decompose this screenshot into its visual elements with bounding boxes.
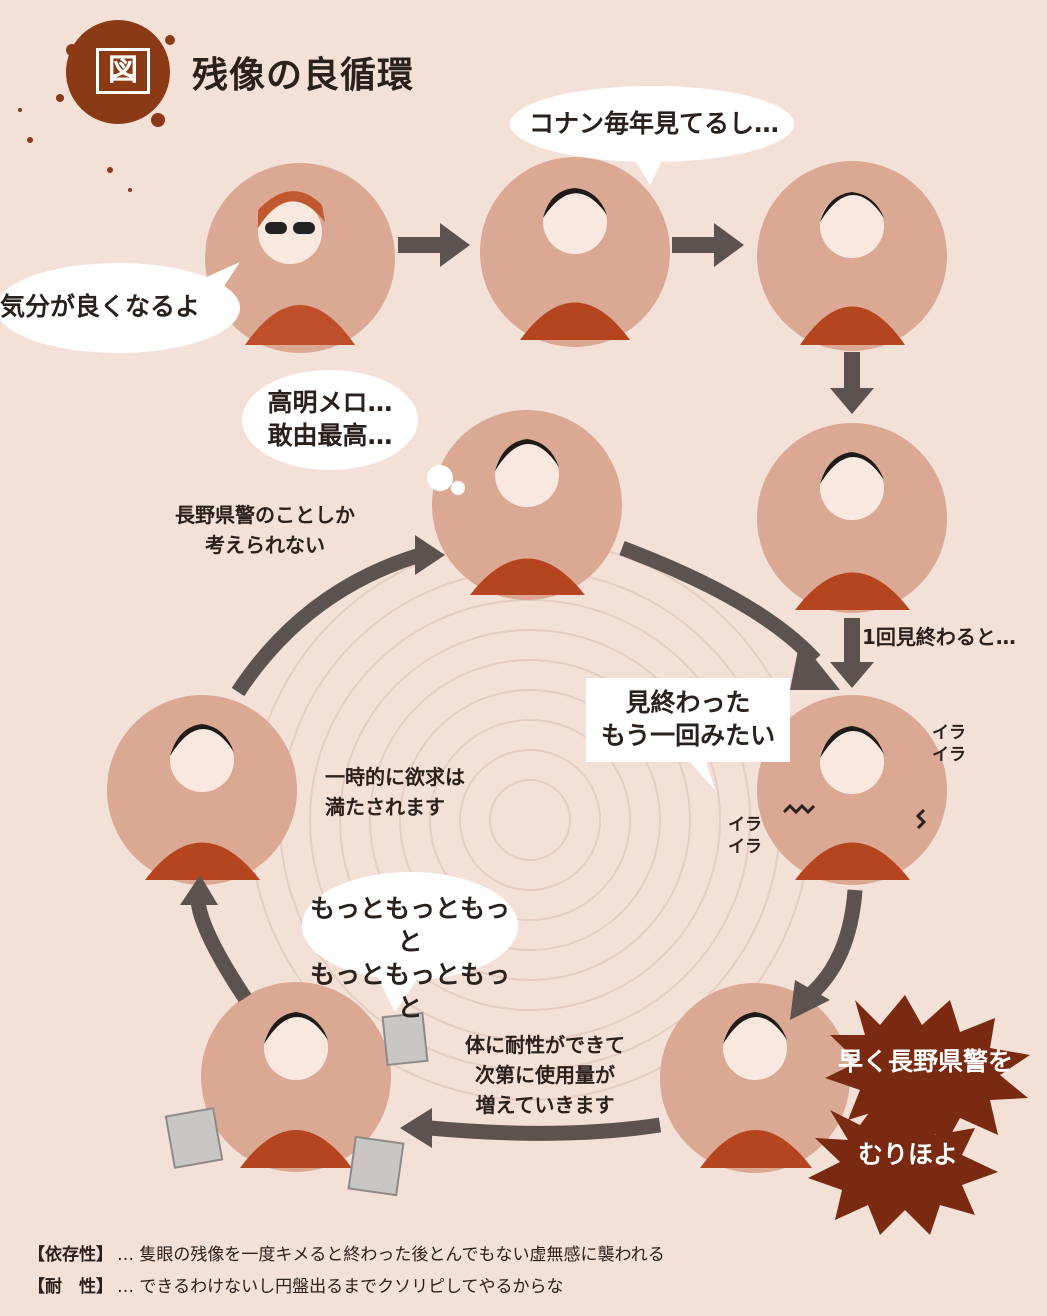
bubble-text-feel-good: 気分が良くなるよ bbox=[0, 290, 230, 323]
label-tolerance: 体に耐性ができて 次第に使用量が 増えていきます bbox=[430, 1030, 660, 1120]
header-badge-splatter bbox=[18, 20, 175, 192]
bubble-text-melo: 高明メロ… 敢由最高… bbox=[250, 386, 410, 452]
label-after-once: 1回見終わると… bbox=[862, 622, 1047, 652]
bubble-text-conan: コナン毎年見てるし… bbox=[514, 107, 794, 140]
starburst-text-hurry: 早く長野県警を bbox=[838, 1045, 1043, 1078]
legend-row-dependence: 【依存性】… 隻眼の残像を一度キメると終わった後とんでもない虚無感に襲われる bbox=[28, 1240, 665, 1265]
label-obsessed: 長野県警のことしか 考えられない bbox=[150, 500, 380, 560]
label-irritated-right: イラ イラ bbox=[932, 722, 992, 766]
speech-bubbles bbox=[0, 86, 794, 1012]
label-satisfied: 一時的に欲求は 満たされます bbox=[325, 762, 555, 822]
starburst-text-impossible: むりほよ bbox=[848, 1138, 968, 1171]
bubble-text-watch-again: 見終わった もう一回みたい bbox=[586, 686, 790, 752]
legend-text: … 隻眼の残像を一度キメると終わった後とんでもない虚無感に襲われる bbox=[117, 1245, 665, 1265]
bubble-text-more: もっともっともっと もっともっともっと bbox=[300, 892, 520, 1024]
legend-key: 【耐 性】 bbox=[28, 1277, 113, 1297]
legend-text: … できるわけないし円盤出るまでクソリピしてやるからな bbox=[117, 1277, 564, 1297]
page-title: 残像の良循環 bbox=[192, 46, 414, 98]
legend-key: 【依存性】 bbox=[28, 1245, 113, 1265]
figure-badge: 図 bbox=[96, 48, 150, 94]
label-irritated-left: イラ イラ bbox=[728, 814, 788, 858]
legend-row-tolerance: 【耐 性】… できるわけないし円盤出るまでクソリピしてやるからな bbox=[28, 1272, 564, 1297]
